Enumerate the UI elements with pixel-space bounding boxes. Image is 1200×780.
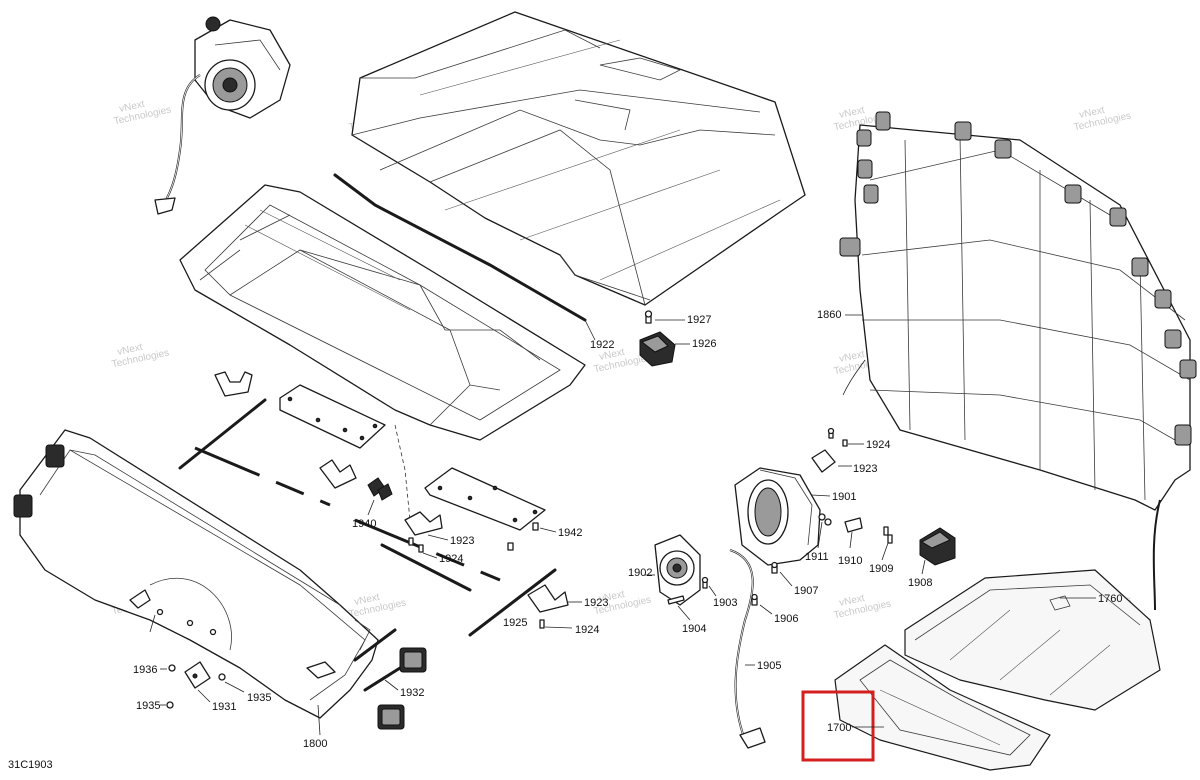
callout-1760: 1760 [1098,593,1122,605]
panel-plate-1942 [424,467,557,551]
callout-1940: 1940 [352,518,376,530]
bracket-1923-lower [527,584,582,629]
callout-1860: 1860 [817,309,841,321]
watermark: vNext Technologies [833,593,892,622]
dash-link [394,424,411,521]
callout-1908: 1908 [908,577,932,589]
callout-1925: 1925 [503,617,527,629]
callout-1926: 1926 [692,338,716,350]
callout-1924-right: 1924 [866,439,890,451]
watermark: vNext Technologies [111,342,170,371]
screw-1904 [667,595,691,621]
callout-1902: 1902 [628,567,652,579]
watermark: vNext Technologies [348,592,407,621]
watermark-line1: vNext [118,99,146,115]
speaker-1902 [645,534,701,606]
callout-1924-lower: 1924 [575,624,599,636]
roof-panel [351,11,806,306]
screws-1907-1906 [751,561,793,615]
watermark: vNext Technologies [113,99,172,128]
watermark-line1: vNext [838,349,866,365]
watermark-line1: vNext [598,589,626,605]
callout-1927: 1927 [687,314,711,326]
clip-1940 [319,459,393,516]
knob-1908 [919,527,956,575]
callout-1922: 1922 [590,339,614,351]
door-panel-1800 [13,429,379,736]
callouts: 1927 1926 1922 1860 1924 1923 1901 1911 … [133,309,1122,750]
bracket-1923-left [404,511,449,541]
watermark-line1: vNext [116,342,144,358]
callout-1936: 1936 [133,664,157,676]
callout-1923-right: 1923 [853,463,877,475]
watermark-line1: vNext [838,105,866,121]
pads-lower [377,647,427,730]
harness-1905 [729,549,766,749]
callout-1942: 1942 [558,527,582,539]
callout-1911: 1911 [805,551,829,563]
callout-1901: 1901 [832,491,856,503]
panel-plate-upper [279,384,386,449]
callout-1700: 1700 [827,722,851,734]
seat-cover-1760 [904,569,1161,711]
hardware-1911-1910-1909 [817,513,893,561]
bracket-1923-right [811,449,852,473]
callout-1932: 1932 [400,687,424,699]
strip-1932 [353,628,402,692]
watermark-line1: vNext [353,592,381,608]
callout-1907: 1907 [794,585,818,597]
callout-1909: 1909 [869,563,893,575]
callout-leaders [584,314,1096,728]
clip-top [214,371,253,397]
callout-1935-left: 1935 [136,700,160,712]
callout-1903: 1903 [713,597,737,609]
cab-net-1860 [839,111,1197,611]
callout-1935-right: 1935 [247,692,271,704]
seal-strips-1925 [178,398,557,637]
knob-1926 [639,331,690,367]
fastener-1927 [644,310,685,324]
watermark-line1: vNext [838,593,866,609]
highlight-box [801,690,875,762]
speaker-top-left [154,16,291,215]
screw-1903 [701,576,717,597]
callout-1931: 1931 [212,701,236,713]
drawing-code: 31C1903 [8,759,53,771]
screw-1924-right [827,427,864,447]
storage-tray [179,184,586,441]
watermark-line1: vNext [598,347,626,363]
callout-1924-left: 1924 [439,553,463,565]
hinge-hardware-1936-1931-1935 [160,661,245,709]
speaker-pod-1901 [734,467,821,566]
callout-1910: 1910 [838,555,862,567]
watermark-line1: vNext [1078,105,1106,121]
callout-1923-left: 1923 [450,535,474,547]
callout-1905: 1905 [757,660,781,672]
watermark: vNext Technologies [1073,105,1132,134]
screw-1924-left [408,537,438,559]
callout-1904: 1904 [682,623,706,635]
callout-1906: 1906 [774,613,798,625]
callout-1923-lower: 1923 [584,597,608,609]
seal-strip-1922 [333,173,587,322]
callout-1800: 1800 [303,738,327,750]
